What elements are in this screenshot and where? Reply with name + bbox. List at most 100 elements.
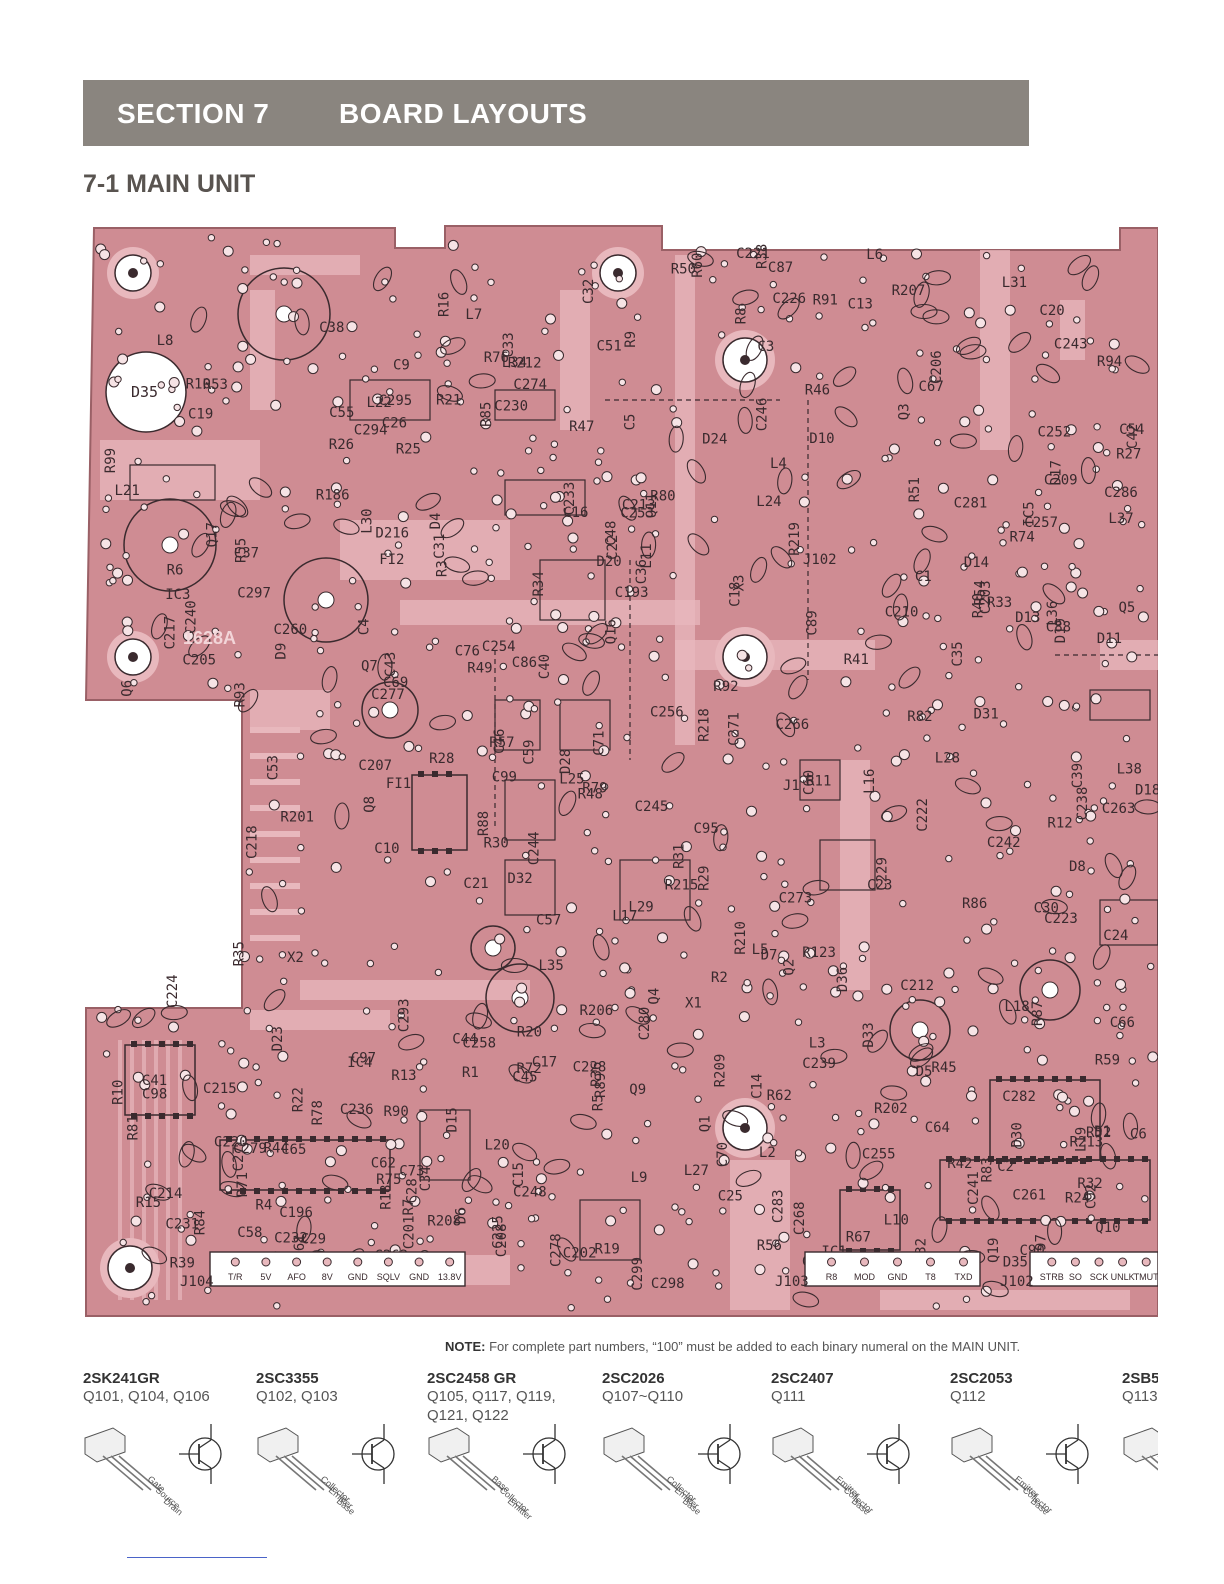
pad-494 [661, 673, 669, 681]
pad-458 [975, 317, 987, 329]
pad-277 [386, 388, 394, 396]
ic-pin-bottom-2-6 [1030, 1218, 1036, 1224]
pad-330 [590, 261, 598, 269]
pad-101 [595, 1276, 603, 1284]
package-body-6 [1123, 1427, 1158, 1463]
pad-369 [480, 418, 492, 430]
ic-pin-top-3-0 [846, 1186, 852, 1192]
ic-pin-top-2-7 [1044, 1156, 1050, 1162]
cap-outline-99 [1067, 254, 1092, 276]
pad-619 [651, 856, 660, 864]
ic-pin-top-1-9 [352, 1136, 358, 1142]
pad-238 [615, 275, 623, 283]
pad-556 [254, 1078, 262, 1087]
pad-225 [1116, 1182, 1124, 1191]
pad-499 [934, 996, 946, 1008]
component-box-15 [494, 389, 556, 421]
pad-525 [224, 1185, 232, 1193]
pad-464 [273, 1091, 281, 1099]
pad-23 [602, 810, 610, 819]
ic-pin-top-1-5 [296, 1136, 302, 1142]
pad-448 [669, 405, 677, 413]
ic-pin-bottom-0-1 [432, 848, 438, 854]
large-component-pad-6 [381, 701, 399, 719]
cap-outline-50 [687, 533, 710, 556]
pad-229 [388, 1022, 396, 1031]
pad-531 [504, 1201, 513, 1210]
pad-215 [541, 327, 549, 335]
pad-219 [772, 1239, 780, 1247]
package-lead-3-1 [629, 1455, 671, 1491]
cap-outline-1 [321, 666, 338, 693]
pad-194 [367, 1238, 375, 1247]
pad-387 [471, 263, 479, 271]
pad-129 [831, 1113, 840, 1122]
ic-pin-bottom-4-3 [173, 1113, 179, 1119]
pad-648 [330, 861, 342, 873]
pad-20 [362, 375, 370, 383]
pad-274 [597, 447, 605, 455]
pad-86 [830, 986, 842, 998]
pad-589 [487, 278, 495, 286]
cap-outline-92 [750, 556, 768, 583]
pad-475 [458, 1207, 466, 1216]
ic-pin-bottom-1-9 [352, 1188, 358, 1194]
pad-32 [297, 843, 305, 852]
pad-411 [537, 782, 546, 790]
pad-98 [142, 1298, 150, 1306]
ic-pin-top-0-2 [446, 771, 452, 777]
pad-60 [1123, 504, 1132, 513]
ic-pin-bottom-1-6 [310, 1188, 316, 1194]
cap-outline-38 [585, 623, 608, 645]
pad-17 [516, 982, 528, 994]
pad-133 [545, 313, 556, 325]
pad-142 [1023, 1046, 1032, 1054]
pad-364 [475, 897, 484, 905]
pad-600 [583, 828, 591, 837]
pad-235 [1034, 966, 1043, 975]
pad-157 [854, 744, 862, 752]
ic-pin-top-2-14 [1142, 1156, 1148, 1162]
ic-pin-top-2-0 [946, 1156, 952, 1162]
pad-429 [292, 266, 301, 274]
pad-270 [168, 1021, 179, 1033]
pad-83 [307, 363, 319, 375]
pad-626 [595, 721, 603, 730]
pad-18 [499, 662, 507, 671]
pad-347 [990, 918, 998, 926]
pad-259 [237, 283, 249, 294]
pad-498 [492, 1198, 500, 1206]
pad-583 [809, 1081, 817, 1089]
pad-527 [1016, 566, 1028, 578]
pad-420 [132, 1071, 144, 1083]
ic-pin-top-1-7 [324, 1136, 330, 1142]
pad-431 [530, 705, 539, 713]
pad-439 [241, 266, 249, 274]
cap-outline-3 [1040, 898, 1068, 915]
pad-561 [601, 1128, 613, 1140]
pad-2 [278, 1181, 286, 1190]
pad-576 [617, 643, 626, 651]
ic-pin-top-1-4 [282, 1136, 288, 1142]
cap-outline-33 [954, 777, 981, 795]
cap-outline-13 [780, 657, 807, 675]
pad-246 [722, 753, 734, 765]
cap-outline-48 [985, 816, 1013, 832]
pad-468 [794, 1149, 803, 1157]
pad-262 [881, 1183, 890, 1192]
pad-1 [1147, 962, 1155, 971]
cap-outline-77 [429, 714, 457, 731]
pad-384 [1111, 480, 1123, 491]
pad-480 [692, 1028, 704, 1040]
pad-202 [1108, 365, 1116, 373]
pad-192 [760, 872, 768, 881]
pad-227 [236, 1081, 248, 1093]
pad-621 [218, 1040, 226, 1048]
trace-8 [980, 250, 1010, 450]
pad-610 [1087, 867, 1095, 875]
pad-33 [1006, 847, 1014, 855]
pad-601 [420, 431, 432, 443]
cap-outline-103 [777, 467, 793, 495]
